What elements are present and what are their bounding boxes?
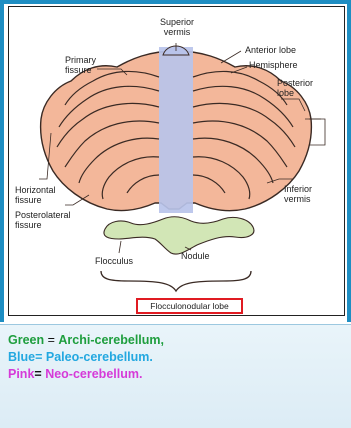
legend-blue-name: Blue (8, 350, 35, 364)
label-inferior-vermis: Inferior vermis (284, 184, 312, 204)
frame-left-bar (0, 0, 4, 322)
vermis-band (159, 47, 193, 213)
cerebellum-figure: Superior vermis Primary fissure Anterior… (8, 6, 345, 316)
label-horizontal-fissure: Horizontal fissure (15, 185, 56, 205)
legend-green-name: Green (8, 333, 44, 347)
flocculonodular-brace (101, 271, 251, 291)
label-anterior-lobe: Anterior lobe (245, 45, 296, 55)
legend-pink: Pink= Neo-cerebellum. (8, 367, 142, 382)
legend-pink-name: Pink (8, 367, 34, 381)
legend-pink-sep: = (34, 367, 45, 381)
label-superior-vermis: Superior vermis (155, 17, 199, 37)
legend-blue: Blue= Paleo-cerebellum. (8, 350, 153, 365)
label-primary-fissure: Primary fissure (65, 55, 96, 75)
legend-green-value: Archi-cerebellum, (58, 333, 164, 347)
legend-panel: Green = Archi-cerebellum, Blue= Paleo-ce… (0, 324, 351, 428)
flocculonodular-lobe-caption: Flocculonodular lobe (136, 298, 243, 314)
legend-pink-value: Neo-cerebellum. (45, 367, 142, 381)
legend-green-sep: = (44, 333, 58, 347)
label-nodule: Nodule (181, 251, 210, 261)
label-posterior-lobe: Posterior lobe (277, 78, 313, 98)
label-posterolateral-fissure: Posterolateral fissure (15, 210, 71, 230)
legend-blue-sep: = (35, 350, 46, 364)
label-flocculus: Flocculus (95, 256, 133, 266)
flocculonodular-lobe-shape (104, 217, 254, 254)
frame-right-bar (347, 0, 351, 322)
frame-top-bar (0, 0, 351, 4)
label-hemisphere: Hemisphere (249, 60, 298, 70)
legend-blue-value: Paleo-cerebellum. (46, 350, 153, 364)
legend-green: Green = Archi-cerebellum, (8, 333, 164, 348)
